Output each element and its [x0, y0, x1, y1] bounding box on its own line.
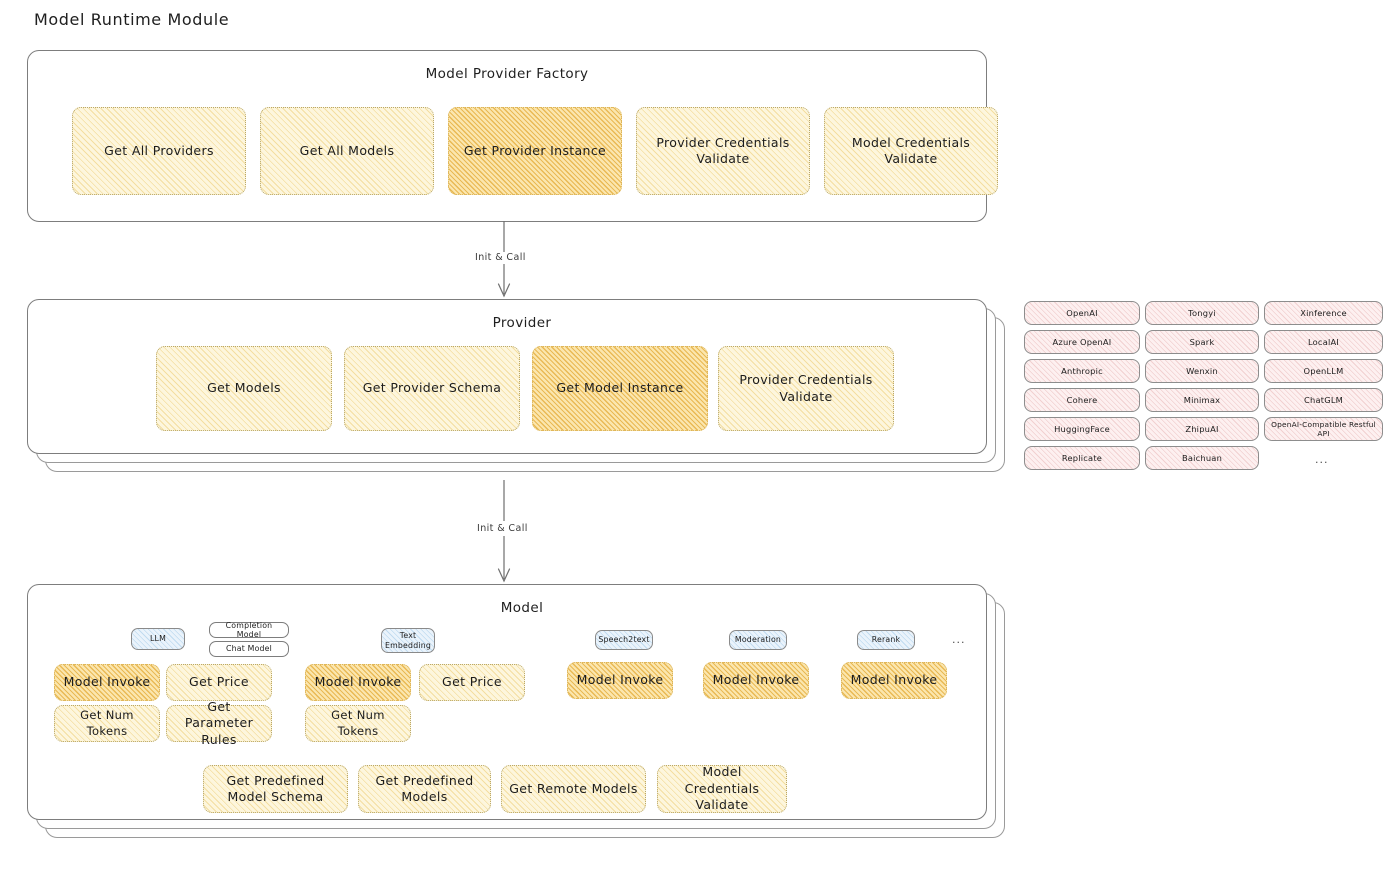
node-text-embedding-get-num-tokens[interactable]: Get Num Tokens — [305, 705, 411, 742]
provider-pill-baichuan[interactable]: Baichuan — [1145, 446, 1259, 470]
provider-pill-zhipuai[interactable]: ZhipuAI — [1145, 417, 1259, 441]
node-llm-get-parameter-rules[interactable]: Get Parameter Rules — [166, 699, 272, 747]
node-llm-get-price[interactable]: Get Price — [166, 664, 272, 701]
badge-text-embedding[interactable]: Text Embedding — [381, 628, 435, 653]
node-provider-credentials-validate[interactable]: Provider Credentials Validate — [636, 107, 810, 195]
badge-speech2text[interactable]: Speech2text — [595, 630, 653, 650]
provider-pill-openai-compatible-restful-api[interactable]: OpenAI-Compatible Restful API — [1264, 417, 1383, 441]
page-title: Model Runtime Module — [34, 10, 230, 29]
node-llm-model-invoke[interactable]: Model Invoke — [54, 664, 160, 701]
node-model-credentials-validate[interactable]: Model Credentials Validate — [824, 107, 998, 195]
badge-moderation[interactable]: Moderation — [729, 630, 787, 650]
provider-pill-openai[interactable]: OpenAI — [1024, 301, 1140, 325]
provider-pill-huggingface[interactable]: HuggingFace — [1024, 417, 1140, 441]
connector-provider-to-model — [497, 480, 511, 583]
node-get-provider-schema[interactable]: Get Provider Schema — [344, 346, 520, 431]
node-get-predefined-model-schema[interactable]: Get Predefined Model Schema — [203, 765, 348, 813]
provider-pill-chatglm[interactable]: ChatGLM — [1264, 388, 1383, 412]
provider-pill-cohere[interactable]: Cohere — [1024, 388, 1140, 412]
provider-pill-localai[interactable]: LocalAI — [1264, 330, 1383, 354]
panel-title-provider: Provider — [492, 315, 552, 331]
panel-title-factory: Model Provider Factory — [425, 66, 589, 82]
badge-completion-model[interactable]: Completion Model — [209, 621, 289, 639]
node-get-models[interactable]: Get Models — [156, 346, 332, 431]
node-provider-credentials-validate[interactable]: Provider Credentials Validate — [718, 346, 894, 431]
connector-factory-to-provider — [497, 221, 511, 298]
model-types-more-ellipsis: ... — [952, 633, 966, 646]
provider-pill-xinference[interactable]: Xinference — [1264, 301, 1383, 325]
node-get-provider-instance[interactable]: Get Provider Instance — [448, 107, 622, 195]
node-text-embedding-model-invoke[interactable]: Model Invoke — [305, 664, 411, 701]
model-provider-factory-panel: Model Provider Factory Get All Providers… — [27, 50, 998, 222]
node-get-all-models[interactable]: Get All Models — [260, 107, 434, 195]
provider-list: OpenAI Azure OpenAI Anthropic Cohere Hug… — [1024, 300, 1384, 475]
node-get-remote-models[interactable]: Get Remote Models — [501, 765, 646, 813]
node-model-credentials-validate[interactable]: Model Credentials Validate — [657, 764, 787, 813]
connector-label-init-call-2: Init & Call — [474, 523, 531, 534]
provider-pill-wenxin[interactable]: Wenxin — [1145, 359, 1259, 383]
node-rerank-model-invoke[interactable]: Model Invoke — [841, 662, 947, 699]
node-get-predefined-models[interactable]: Get Predefined Models — [358, 765, 491, 813]
model-panel: Model LLM Completion Model Chat Model Mo… — [27, 584, 1017, 854]
provider-panel: Provider Get Models Get Provider Schema … — [27, 299, 1017, 479]
provider-pill-replicate[interactable]: Replicate — [1024, 446, 1140, 470]
provider-pill-openllm[interactable]: OpenLLM — [1264, 359, 1383, 383]
node-get-all-providers[interactable]: Get All Providers — [72, 107, 246, 195]
panel-title-model: Model — [500, 600, 544, 616]
provider-pill-spark[interactable]: Spark — [1145, 330, 1259, 354]
badge-llm[interactable]: LLM — [131, 628, 185, 650]
badge-chat-model[interactable]: Chat Model — [209, 641, 289, 657]
node-moderation-model-invoke[interactable]: Model Invoke — [703, 662, 809, 699]
badge-rerank[interactable]: Rerank — [857, 630, 915, 650]
provider-pill-minimax[interactable]: Minimax — [1145, 388, 1259, 412]
node-get-model-instance[interactable]: Get Model Instance — [532, 346, 708, 431]
provider-pill-azure-openai[interactable]: Azure OpenAI — [1024, 330, 1140, 354]
node-text-embedding-get-price[interactable]: Get Price — [419, 664, 525, 701]
connector-label-init-call-1: Init & Call — [472, 252, 529, 263]
provider-pill-tongyi[interactable]: Tongyi — [1145, 301, 1259, 325]
provider-pill-anthropic[interactable]: Anthropic — [1024, 359, 1140, 383]
node-llm-get-num-tokens[interactable]: Get Num Tokens — [54, 705, 160, 742]
provider-list-more-ellipsis: ... — [1315, 453, 1329, 466]
node-speech2text-model-invoke[interactable]: Model Invoke — [567, 662, 673, 699]
